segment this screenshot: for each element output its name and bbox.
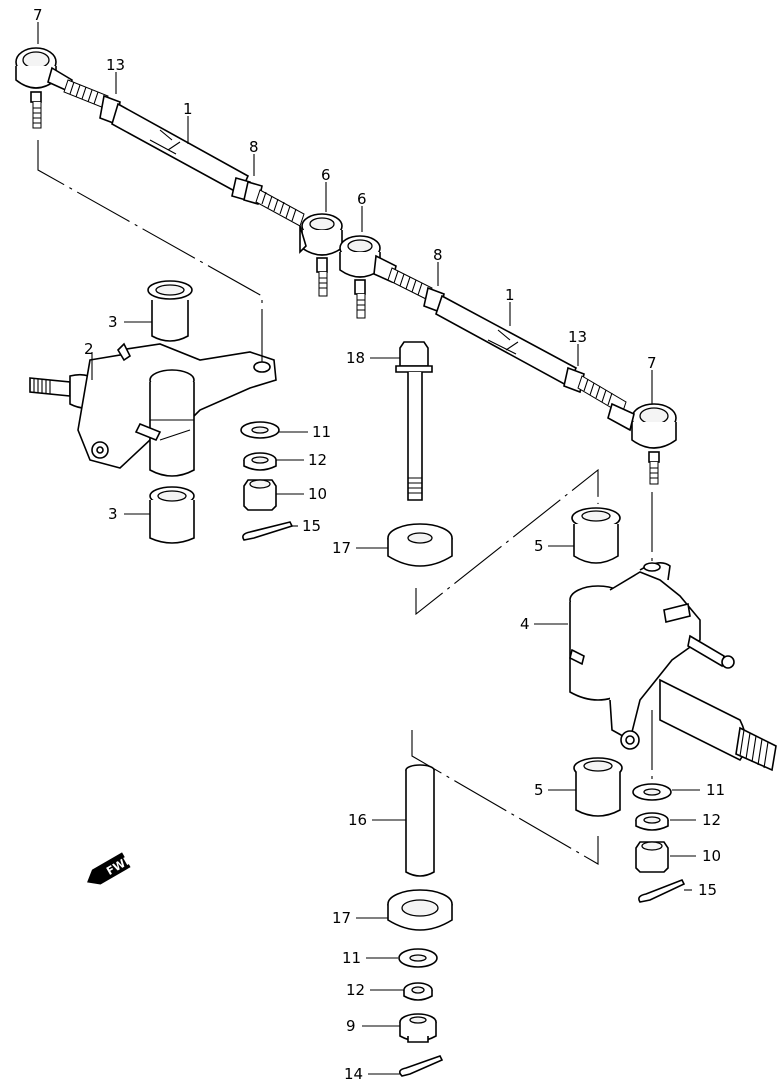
tie-rod-end-6-left [299,213,343,297]
tie-rod-end-left-upper [15,47,73,129]
cotter-pin-15-right [638,878,686,903]
leader-center-upper [415,468,599,616]
callout-12-right: 12 [702,811,721,829]
callout-11-left: 11 [312,423,331,441]
bushing-5-lower [573,757,623,817]
callout-9: 9 [346,1017,356,1035]
callout-6-left: 6 [321,166,331,184]
castle-nut-10-left [243,479,277,511]
callout-3-upper: 3 [108,313,118,331]
spacer-17-upper [387,523,453,567]
callout-16: 16 [348,811,367,829]
callout-leader-lines [37,22,700,1075]
callout-8-right: 8 [433,246,443,264]
bolt-18 [395,341,433,501]
tie-rod-tube-left [111,102,250,196]
callout-10-right: 10 [702,847,721,865]
callout-17-upper: 17 [332,539,351,557]
tie-rod-end-right-upper [607,402,677,485]
callout-15-right: 15 [698,881,717,899]
callout-13-left: 13 [106,56,125,74]
callout-14: 14 [344,1065,363,1083]
pin-16 [405,764,435,877]
washer-11-center [398,948,438,968]
leader-left-knuckle [37,140,263,362]
washer-12-left [243,452,277,471]
washer-12-center [403,982,433,1001]
threaded-shaft-right-a [387,267,433,301]
callout-15-left: 15 [302,517,321,535]
steering-knuckle-4 [569,562,777,772]
callout-7-left: 7 [33,6,43,24]
callout-7-right: 7 [647,354,657,372]
threaded-shaft-left-b [255,189,305,227]
castle-nut-10-right [635,841,669,873]
callout-17-lower: 17 [332,909,351,927]
callout-3-lower: 3 [108,505,118,523]
callout-10-left: 10 [308,485,327,503]
spacer-17-lower [387,889,453,931]
callout-13-right: 13 [568,328,587,346]
callout-2: 2 [84,340,94,358]
tie-rod-tube-right [435,294,578,388]
callout-12-left: 12 [308,451,327,469]
bushing-5-upper [571,507,621,564]
fwd-arrow-icon: FWD [87,852,136,885]
callout-6-right: 6 [357,190,367,208]
threaded-shaft-left-a [63,79,109,109]
washer-11-right [632,783,672,801]
callout-18: 18 [346,349,365,367]
washer-12-right [635,812,669,831]
callout-8-left: 8 [249,138,259,156]
bushing-3-lower [149,486,195,544]
tie-rod-end-6-right [339,235,397,319]
flange-nut-9 [399,1013,437,1043]
leader-center-lower [411,730,599,865]
steering-knuckle-2 [29,342,277,477]
callout-11-center: 11 [342,949,361,967]
cotter-pin-14 [398,1055,444,1077]
callout-1-right: 1 [505,286,515,304]
callout-11-right: 11 [706,781,725,799]
callout-5-lower: 5 [534,781,544,799]
callout-4: 4 [520,615,530,633]
cotter-pin-15-left [242,521,294,541]
bushing-3-upper [147,280,193,342]
callout-12-center: 12 [346,981,365,999]
callout-1-left: 1 [183,100,193,118]
washer-11-left [240,421,280,439]
callout-5-upper: 5 [534,537,544,555]
